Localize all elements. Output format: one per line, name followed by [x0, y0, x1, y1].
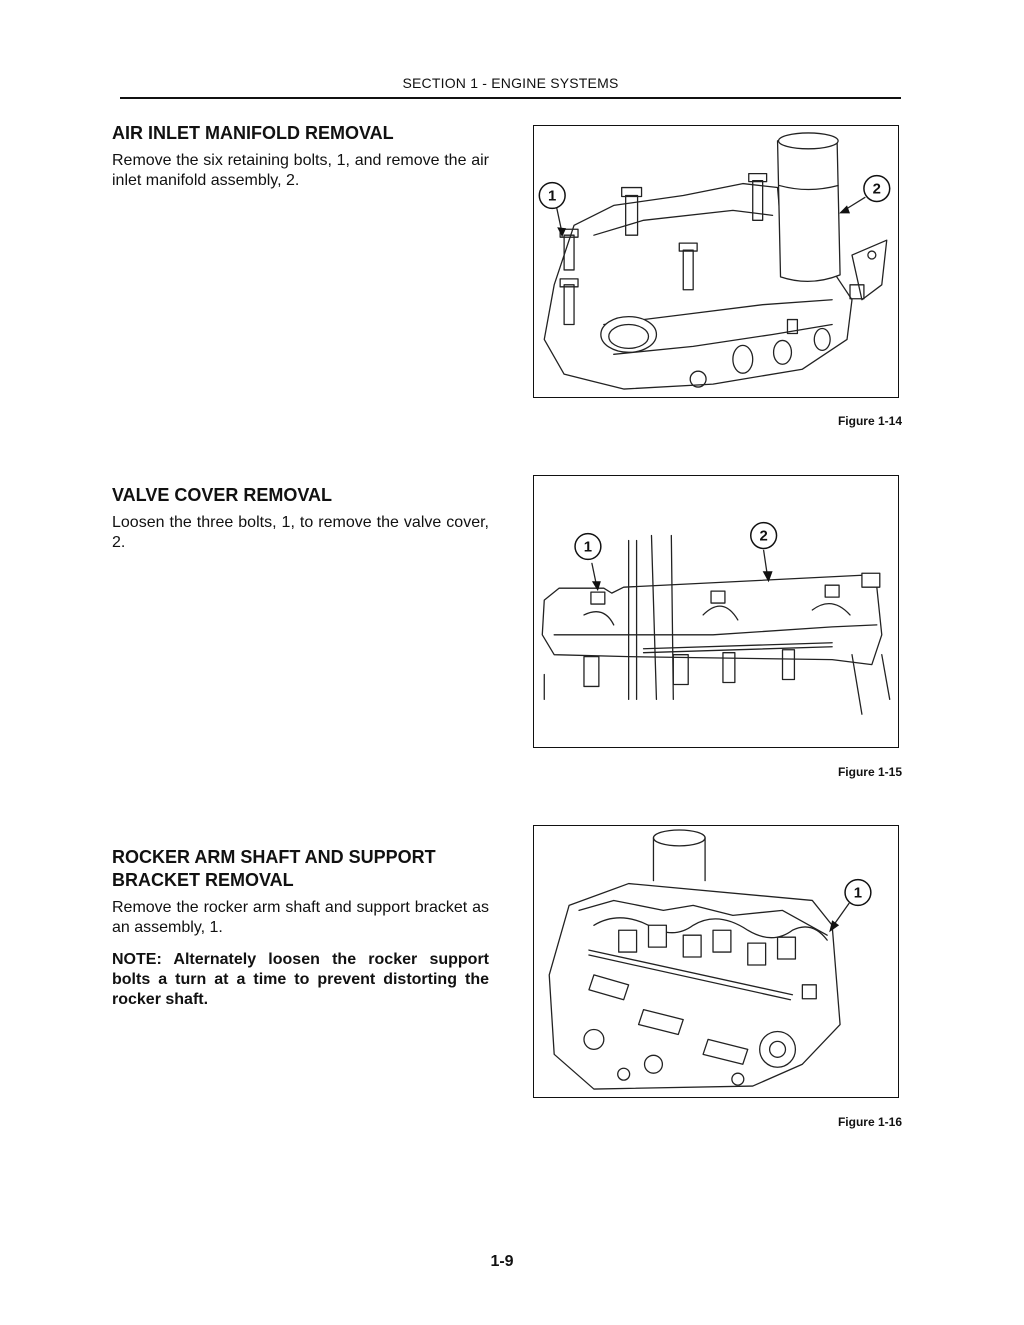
section-heading: VALVE COVER REMOVAL [112, 485, 333, 505]
figure-caption: Figure 1-14 [837, 414, 902, 428]
section-heading: AIR INLET MANIFOLD REMOVAL [112, 123, 394, 143]
callout-1: 1 [574, 532, 602, 561]
section-heading: ROCKER ARM SHAFT AND SUPPORT BRACKET REM… [112, 847, 436, 890]
callout-2: 2 [863, 174, 891, 203]
page-number: 1-9 [490, 1253, 514, 1270]
air-inlet-manifold-drawing: 1 2 [538, 132, 891, 390]
svg-text:1: 1 [548, 188, 556, 204]
header-rule [120, 97, 901, 99]
section-body: Remove the six retaining bolts, 1, and r… [112, 152, 489, 189]
section-body: Remove the rocker arm shaft and support … [112, 899, 489, 936]
svg-text:1: 1 [584, 539, 592, 555]
section-valve-cover: VALVE COVER REMOVAL Loosen the three bol… [112, 484, 489, 565]
rocker-arm-shaft-drawing: 1 [548, 829, 872, 1090]
section-header: SECTION 1 - ENGINE SYSTEMS [402, 75, 619, 91]
section-rocker-arm-shaft: ROCKER ARM SHAFT AND SUPPORT BRACKET REM… [112, 846, 489, 1022]
note-text: NOTE: Alternately loosen the rocker supp… [112, 951, 489, 1008]
figure-caption: Figure 1-16 [837, 1115, 902, 1129]
callout-1: 1 [844, 878, 872, 907]
figure-caption: Figure 1-15 [837, 765, 902, 779]
callout-2: 2 [749, 521, 778, 550]
section-air-inlet-manifold: AIR INLET MANIFOLD REMOVAL Remove the si… [112, 122, 489, 203]
figure-1-16-illustration: 1 [533, 825, 899, 1098]
section-body: Loosen the three bolts, 1, to remove the… [112, 514, 489, 551]
callout-1: 1 [538, 181, 566, 210]
figure-1-15-illustration: 1 2 [533, 475, 899, 748]
svg-text:2: 2 [760, 529, 768, 545]
valve-cover-drawing: 1 2 [541, 521, 891, 715]
figure-1-14-illustration: 1 2 [533, 125, 899, 398]
svg-text:2: 2 [873, 182, 881, 198]
svg-text:1: 1 [854, 885, 862, 901]
